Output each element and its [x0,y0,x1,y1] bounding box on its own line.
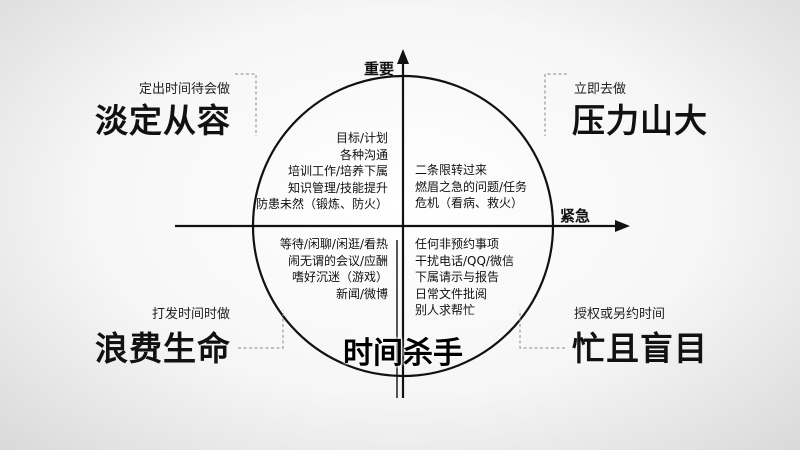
top-right-title: 压力山大 [572,101,708,140]
top-right-items: 二条限转过来 燃眉之急的问题/任务 危机（看病、救火） [415,162,527,212]
top-left-subtitle: 定出时间待会做 [138,82,230,97]
vertical-axis-label: 重要 [364,60,395,78]
list-item: 知识管理/技能提升 [287,180,388,195]
bottom-left-subtitle: 打发时间时做 [151,307,230,322]
list-item: 二条限转过来 [415,163,488,177]
list-item: 嗜好沉迷（游戏） [291,270,388,284]
bottom-right-items: 任何非预约事项 干扰电话/QQ/微信 下属请示与报告 日常文件批阅 别人求帮忙 [415,236,514,319]
list-item: 培训工作/培养下属 [287,164,388,178]
list-item: 防患未然（锻炼、防火） [255,197,388,211]
list-item: 危机（看病、救火） [415,196,524,210]
list-item: 燃眉之急的问题/任务 [415,179,528,194]
list-item: 任何非预约事项 [415,237,500,251]
list-item: 各种沟通 [339,147,388,162]
connector-top-right [544,73,567,136]
center-caption: 时间杀手 [343,336,463,371]
list-item: 别人求帮忙 [415,303,476,317]
bottom-left-title: 浪费生命 [95,329,231,368]
connector-top-left [235,73,257,136]
list-item: 日常文件批阅 [415,286,488,301]
horizontal-axis-arrow-icon [615,220,630,232]
list-item: 等待/闲聊/闲逛/看热 [279,237,388,251]
list-item: 下属请示与报告 [415,270,500,284]
list-item: 闹无谓的会议/应酬 [287,253,388,268]
bottom-right-title: 忙且盲目 [572,329,708,368]
connector-bottom-left [238,310,284,349]
top-left-title: 淡定从容 [95,101,231,140]
vertical-axis-arrow-icon [397,49,409,64]
bottom-right-subtitle: 授权或另约时间 [574,307,666,322]
horizontal-axis-label: 紧急 [560,207,591,225]
bottom-left-items: 等待/闲聊/闲逛/看热 闹无谓的会议/应酬 嗜好沉迷（游戏） 新闻/微博 [236,236,388,302]
list-item: 目标/计划 [335,131,388,145]
top-right-subtitle: 立即去做 [574,82,627,97]
connector-bottom-right [519,310,565,349]
top-left-items: 目标/计划 各种沟通 培训工作/培养下属 知识管理/技能提升 防患未然（锻炼、防… [230,130,388,213]
list-item: 新闻/微博 [335,286,388,301]
list-item: 干扰电话/QQ/微信 [415,253,514,268]
